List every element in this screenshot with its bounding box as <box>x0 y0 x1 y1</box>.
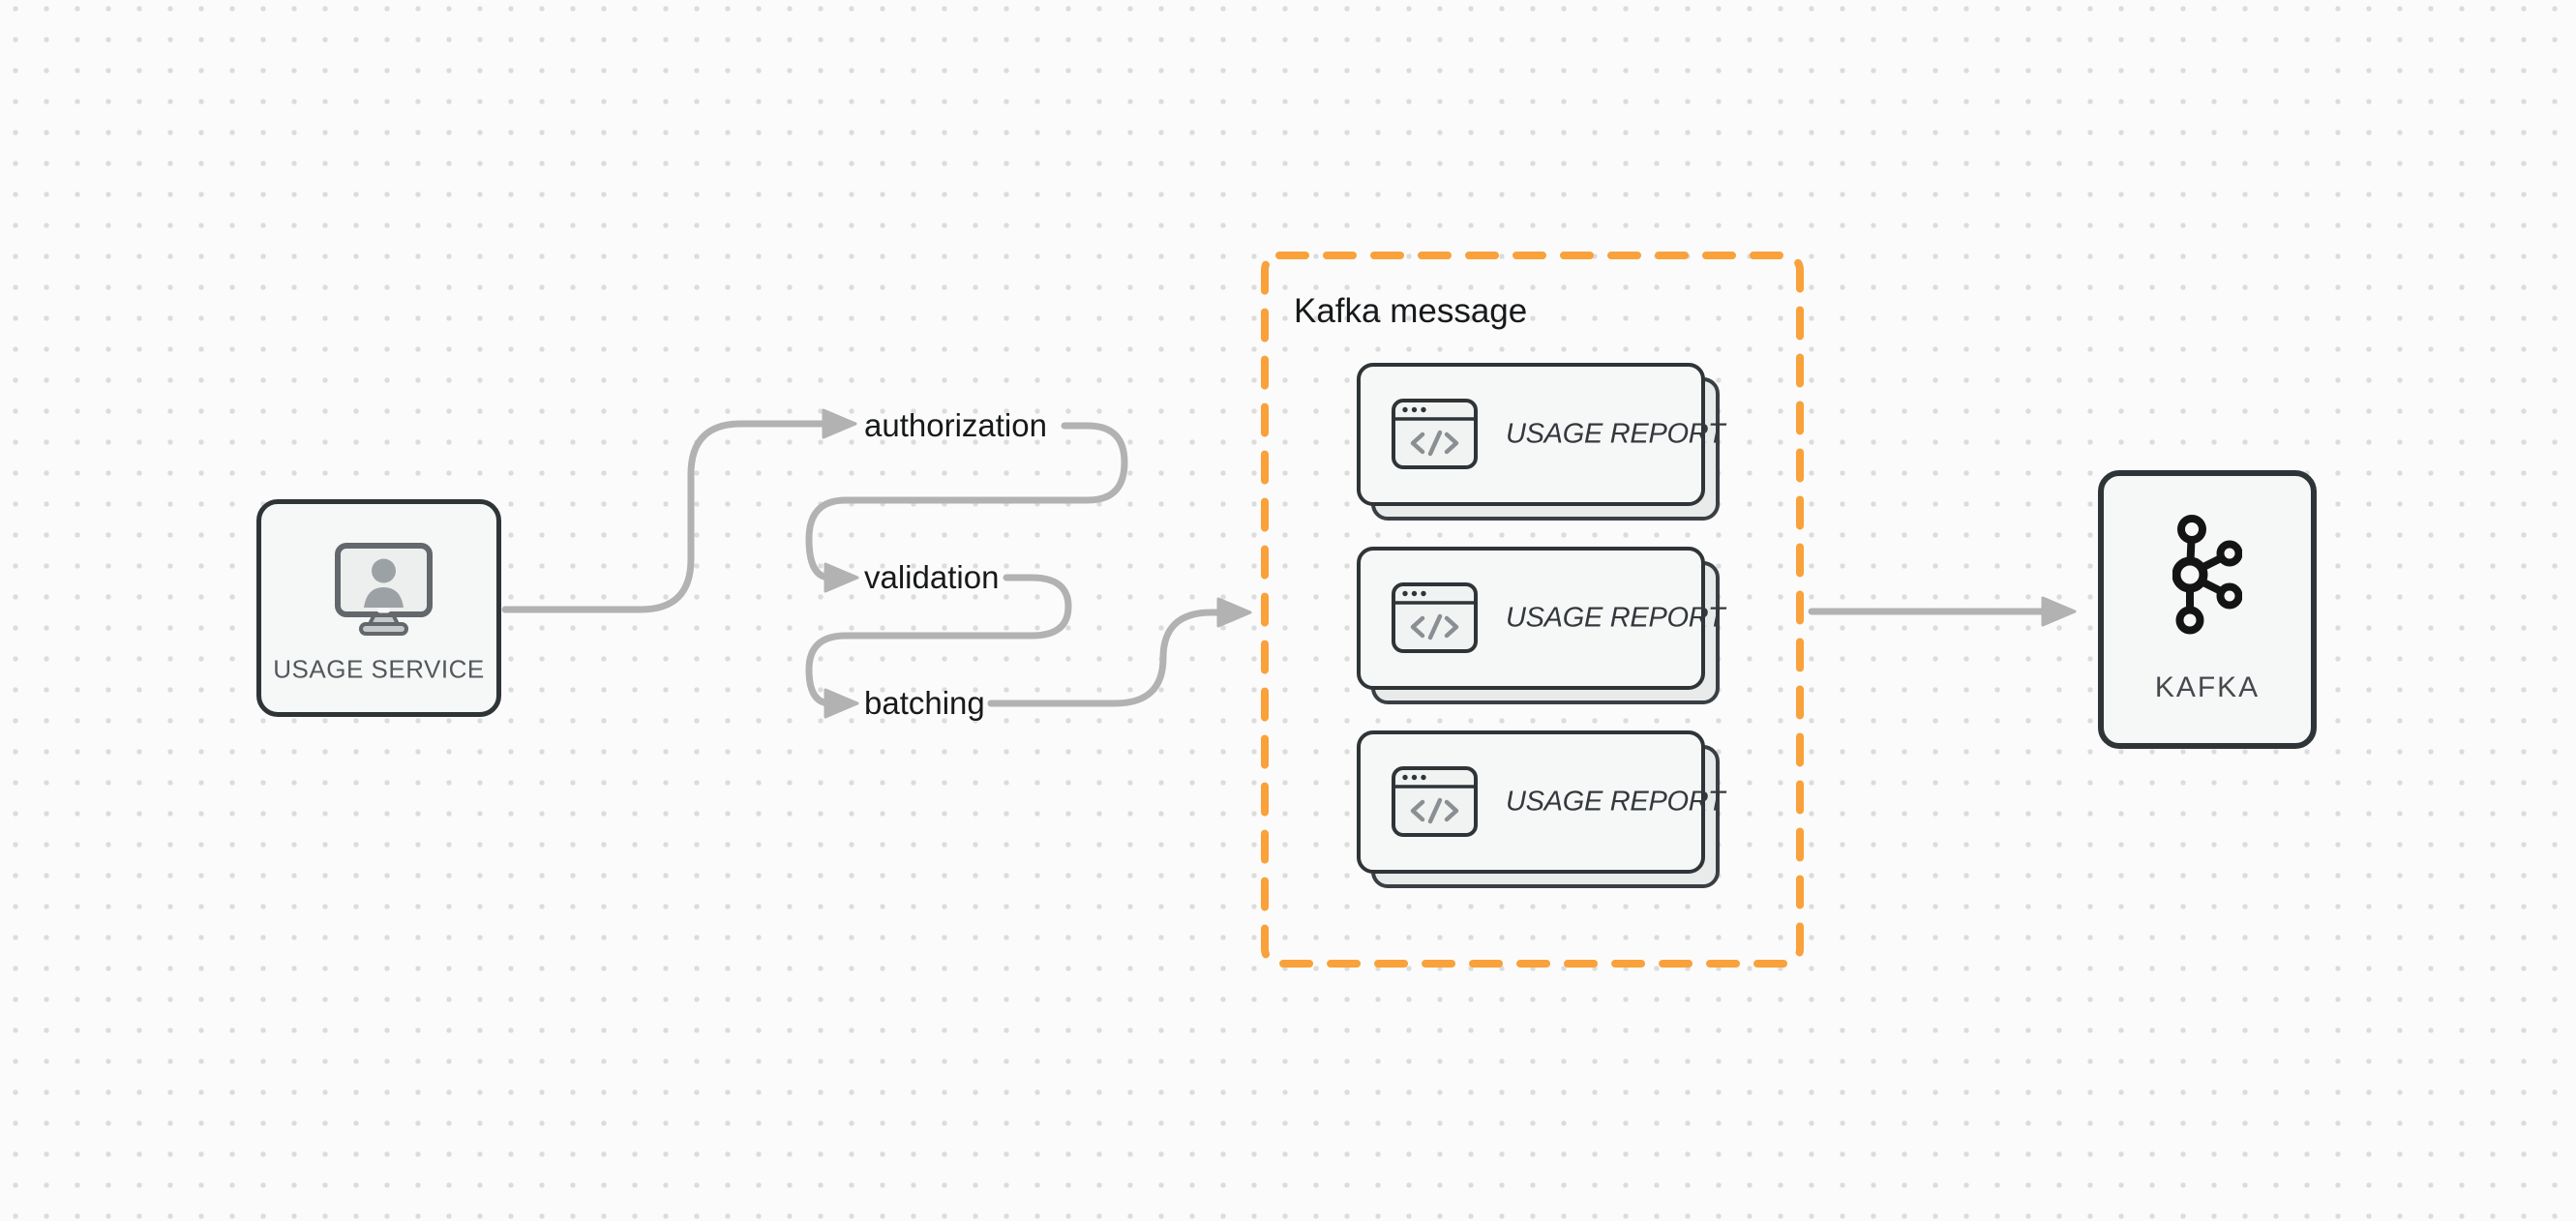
arrowhead-group <box>1216 597 1252 628</box>
flow-batching-to-group <box>987 609 1225 707</box>
usage-report-label: USAGE REPORT <box>1506 602 1725 634</box>
node-usage-service: USAGE SERVICE <box>256 499 501 717</box>
usage-report-card: USAGE REPORT <box>1357 730 1725 888</box>
kafka-logo-icon <box>2172 515 2242 635</box>
arrowhead-batching <box>824 688 859 719</box>
kafka-label: KAFKA <box>2154 671 2261 703</box>
step-label-authorization: authorization <box>864 407 1047 443</box>
arrowhead-kafka <box>2041 596 2077 627</box>
code-window-icon <box>1392 582 1478 653</box>
code-window-icon <box>1392 399 1478 469</box>
arrowhead-authorization <box>822 408 857 439</box>
node-kafka: KAFKA <box>2098 470 2317 749</box>
card-front: USAGE REPORT <box>1357 363 1725 506</box>
card-front: USAGE REPORT <box>1357 547 1725 690</box>
usage-report-label: USAGE REPORT <box>1506 786 1725 818</box>
usage-report-card: USAGE REPORT <box>1357 547 1725 704</box>
flow-authorization-to-validation <box>805 422 1128 581</box>
card-front: USAGE REPORT <box>1357 730 1725 874</box>
code-window-icon <box>1392 766 1478 837</box>
step-label-validation: validation <box>864 559 1000 595</box>
monitor-user-icon <box>335 543 433 636</box>
flow-usage-to-authorization <box>501 420 828 613</box>
step-label-batching: batching <box>864 685 985 721</box>
kafka-message-group-title: Kafka message <box>1294 292 1528 330</box>
usage-report-label: USAGE REPORT <box>1506 418 1725 450</box>
usage-service-label: USAGE SERVICE <box>273 654 485 684</box>
usage-report-card: USAGE REPORT <box>1357 363 1725 521</box>
arrowhead-validation <box>824 562 859 593</box>
